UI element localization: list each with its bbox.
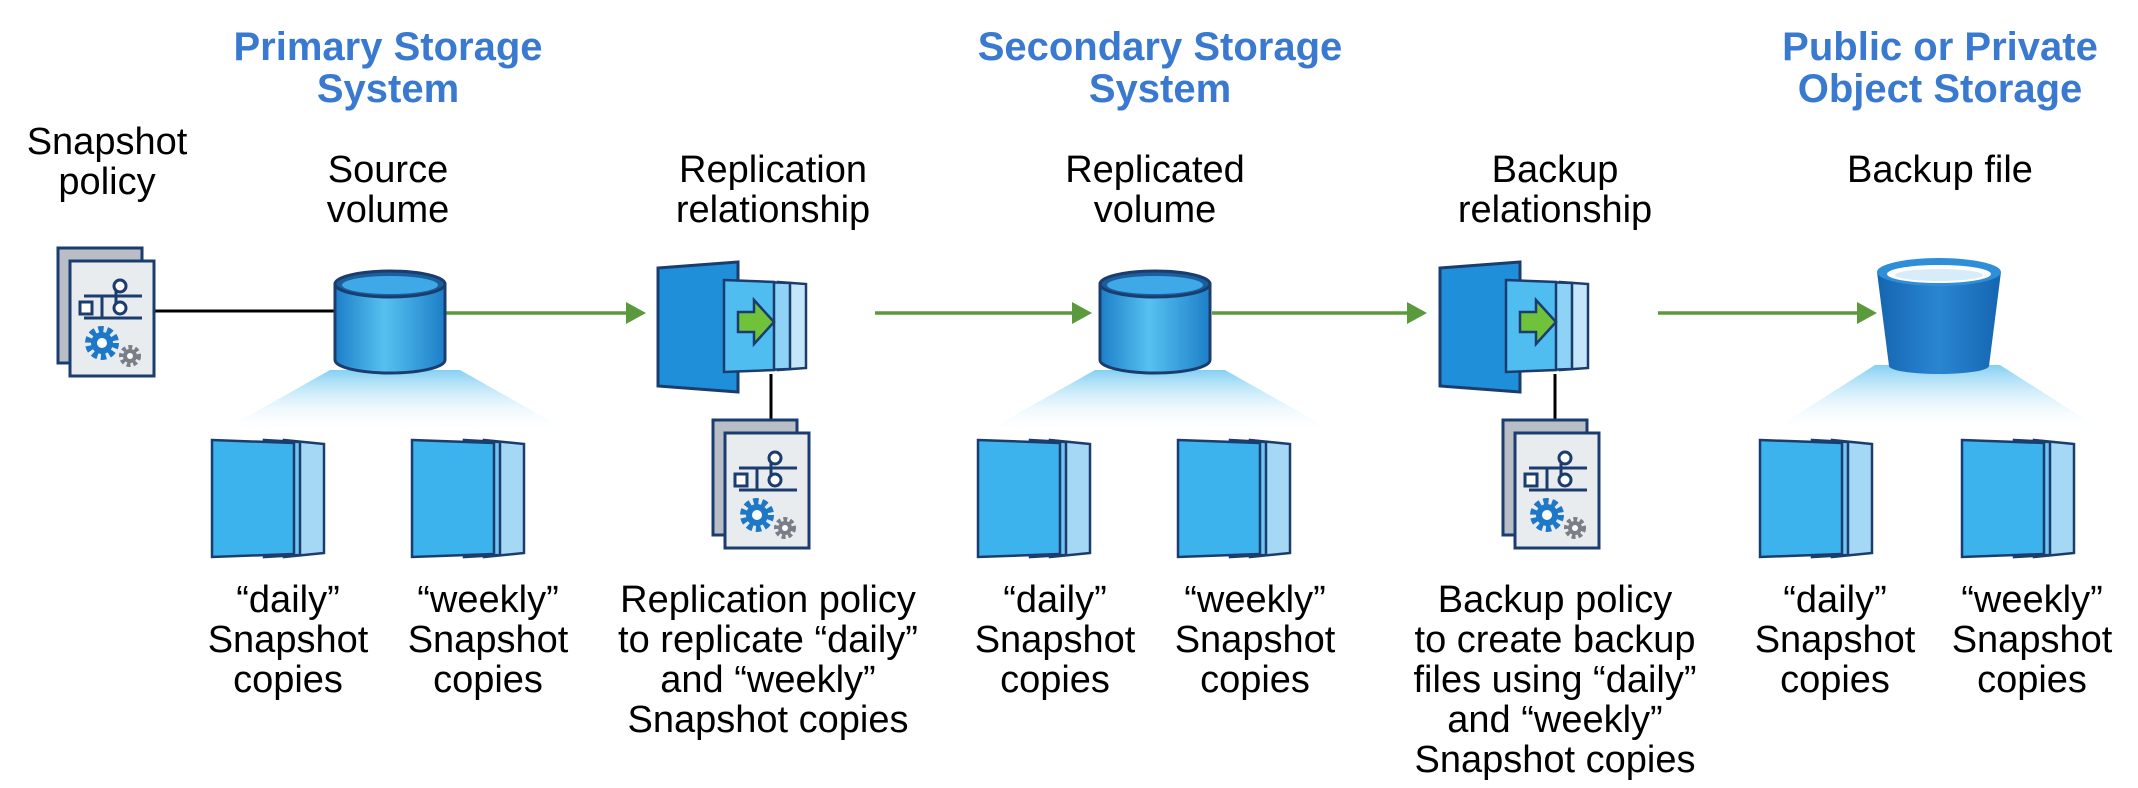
flow-arrow-4 bbox=[1658, 302, 1877, 324]
weekly-copies-stack-icon-1 bbox=[410, 438, 526, 559]
replicated-volume-cone bbox=[985, 370, 1335, 432]
label-snapshot-policy: Snapshot policy bbox=[26, 121, 188, 203]
replicated-volume-cylinder-icon bbox=[1098, 269, 1212, 375]
snapshot-policy-document-icon bbox=[58, 248, 154, 376]
label-replicated-volume: Replicated volume bbox=[1065, 149, 1245, 231]
backup-file-bucket-icon bbox=[1877, 258, 2001, 374]
caption-weekly-copies-1: “weekly” Snapshot copies bbox=[407, 579, 569, 701]
daily-copies-stack-icon-2 bbox=[976, 438, 1092, 559]
caption-daily-copies-3: “daily” Snapshot copies bbox=[1754, 579, 1916, 701]
flow-arrow-3 bbox=[1212, 302, 1427, 324]
label-backup-file: Backup file bbox=[1847, 149, 2033, 191]
caption-replication-policy: Replication policy to replicate “daily” … bbox=[618, 579, 918, 741]
weekly-copies-stack-icon-3 bbox=[1960, 438, 2076, 559]
caption-daily-copies-2: “daily” Snapshot copies bbox=[974, 579, 1136, 701]
label-replication-relationship: Replication relationship bbox=[675, 149, 871, 231]
daily-copies-stack-icon-1 bbox=[210, 438, 326, 559]
daily-copies-stack-icon-3 bbox=[1758, 438, 1874, 559]
weekly-copies-stack-icon-2 bbox=[1176, 438, 1292, 559]
caption-backup-policy: Backup policy to create backup files usi… bbox=[1413, 579, 1697, 781]
caption-daily-copies-1: “daily” Snapshot copies bbox=[207, 579, 369, 701]
source-volume-cone bbox=[220, 370, 570, 432]
backup-file-cone bbox=[1770, 365, 2105, 432]
backup-relationship-icon bbox=[1438, 260, 1590, 394]
source-volume-cylinder-icon bbox=[333, 269, 447, 375]
caption-weekly-copies-2: “weekly” Snapshot copies bbox=[1174, 579, 1336, 701]
header-object-storage: Public or Private Object Storage bbox=[1782, 25, 2098, 111]
flow-arrow-2 bbox=[875, 302, 1092, 324]
label-backup-relationship: Backup relationship bbox=[1457, 149, 1653, 231]
flow-arrow-1 bbox=[445, 302, 646, 324]
header-primary-storage: Primary Storage System bbox=[233, 25, 543, 111]
replication-relationship-icon bbox=[656, 260, 808, 394]
backup-policy-document-icon bbox=[1503, 420, 1599, 548]
label-source-volume: Source volume bbox=[326, 149, 450, 231]
replication-policy-document-icon bbox=[713, 420, 809, 548]
header-secondary-storage: Secondary Storage System bbox=[977, 25, 1343, 111]
caption-weekly-copies-3: “weekly” Snapshot copies bbox=[1951, 579, 2113, 701]
